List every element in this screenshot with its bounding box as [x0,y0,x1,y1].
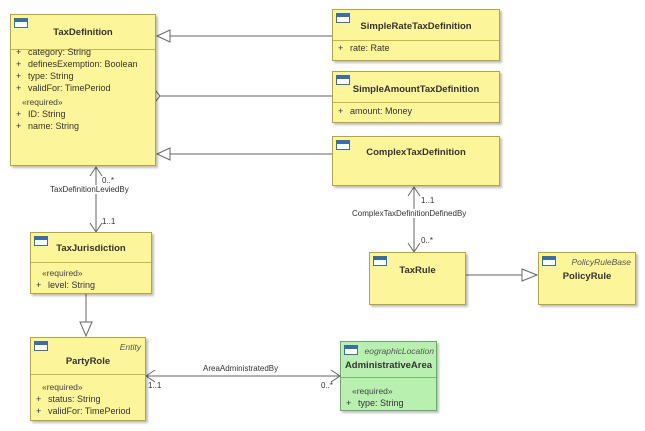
attribute-list: +rate: Rate [338,42,390,54]
class-stereotype: PolicyRuleBase [571,257,631,267]
attribute-row: +rate: Rate [338,43,390,53]
attribute-list: «required» +type: String [346,385,404,409]
class-complex-tax-definition[interactable]: ComplexTaxDefinition [332,136,500,186]
attribute-row: +level: String [36,280,96,290]
class-name: SimpleRateTaxDefinition [360,21,472,32]
class-tax-rule[interactable]: TaxRule [369,252,466,305]
class-name: TaxDefinition [53,27,113,38]
class-name: AdministrativeArea [344,360,433,371]
navigability-arrowhead [145,369,156,383]
compartment-divider [333,102,499,103]
class-stereotype: eographicLocation [364,346,434,356]
stereotype-required: «required» [22,97,63,107]
class-simple-amount-tax-definition[interactable]: SimpleAmountTaxDefinition +amount: Money [332,71,500,123]
navigability-arrowhead [407,186,421,197]
class-icon [336,75,350,85]
multiplicity-label: 0..* [102,176,115,185]
navigability-arrowhead [89,166,103,177]
attribute-row: +category: String [16,47,92,57]
attribute-list: +amount: Money [338,105,412,117]
class-name: SimpleAmountTaxDefinition [352,84,480,95]
class-name: PolicyRule [562,271,612,282]
compartment-divider [11,49,155,50]
attribute-row: +validFor: TimePeriod [16,83,111,93]
compartment-divider [31,374,145,375]
association-label-defined-by: ComplexTaxDefinitionDefinedBy [352,209,467,218]
class-name: TaxJurisdiction [56,243,126,254]
attribute-row: +type: String [16,71,74,81]
class-name: PartyRole [65,356,111,367]
multiplicity-label: 0..* [321,381,334,390]
association-label-administrated-by: AreaAdministratedBy [203,364,279,373]
attribute-list: «required» +level: String [36,267,95,291]
stereotype-required: «required» [352,386,393,396]
attribute-row: +name: String [16,121,80,131]
attribute-row: +amount: Money [338,106,413,116]
attribute-row: +ID: String [16,109,66,119]
multiplicity-label: 0..* [421,236,434,245]
stereotype-required: «required» [42,268,83,278]
stereotype-required: «required» [42,382,83,392]
attribute-list: «required» +status: String +validFor: Ti… [36,381,131,417]
class-name: ComplexTaxDefinition [366,147,466,158]
multiplicity-label: 1..1 [421,196,435,205]
attribute-row: +definesExemption: Boolean [16,59,138,69]
class-icon [373,256,387,266]
generalization-arrowhead [79,321,93,338]
attribute-row: +validFor: TimePeriod [36,406,131,416]
class-administrative-area[interactable]: eographicLocation AdministrativeArea «re… [340,341,437,411]
generalization-arrowhead [521,268,539,282]
class-policy-rule[interactable]: PolicyRuleBase PolicyRule [538,252,636,305]
class-icon [336,13,350,23]
generalization-arrowhead [155,29,171,43]
multiplicity-label: 1..1 [148,381,162,390]
class-icon [344,345,358,355]
attribute-row: +type: String [346,398,404,408]
multiplicity-label: 1..1 [102,217,116,226]
generalization-arrowhead [155,147,171,161]
class-simple-rate-tax-definition[interactable]: SimpleRateTaxDefinition +rate: Rate [332,9,500,61]
class-name: TaxRule [399,265,436,276]
class-party-role[interactable]: Entity PartyRole «required» +status: Str… [30,337,146,421]
compartment-divider [31,262,151,263]
class-icon [34,341,48,351]
navigability-arrowhead [154,89,161,103]
class-icon [542,256,556,266]
compartment-divider [333,40,499,41]
class-icon [14,18,28,28]
association-label-levied-by: TaxDefinitionLeviedBy [50,185,129,194]
class-tax-definition[interactable]: TaxDefinition +category: String +defines… [10,14,156,166]
class-icon [34,236,48,246]
class-icon [336,140,350,150]
class-stereotype: Entity [119,342,141,352]
attribute-row: +status: String [36,394,101,404]
class-tax-jurisdiction[interactable]: TaxJurisdiction «required» +level: Strin… [30,232,152,294]
attribute-list: +category: String +definesExemption: Boo… [16,46,138,132]
compartment-divider [341,377,436,378]
